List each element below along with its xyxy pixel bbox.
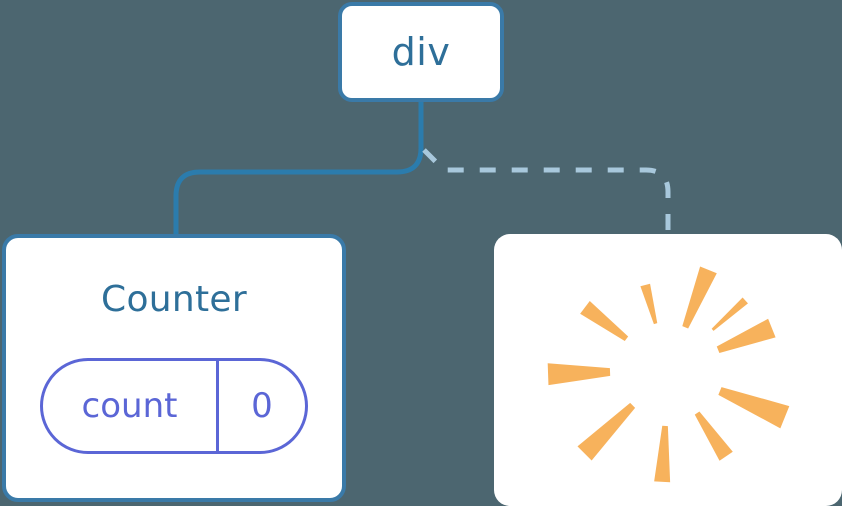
node-div-label: div [391,30,451,74]
sparkle-burst-icon [547,266,790,483]
edge-div-to-counter [173,102,424,238]
burst-ray-9 [716,318,776,354]
burst-ray-1 [682,266,717,329]
node-div[interactable]: div [338,2,504,102]
burst-ray-2 [640,283,658,325]
burst-wrap [494,234,842,506]
edge-div-to-effect [422,148,671,240]
burst-ray-7 [694,411,733,461]
burst-ray-10 [711,297,748,331]
burst-ray-5 [577,402,636,461]
node-effect[interactable] [494,234,842,506]
burst-ray-3 [580,301,629,341]
node-counter-label: Counter [101,279,247,320]
state-value: 0 [251,386,273,426]
node-counter[interactable]: Counter count 0 [2,234,346,502]
burst-ray-6 [654,425,671,483]
burst-ray-4 [547,363,611,386]
state-key: count [43,361,219,451]
burst-ray-8 [718,387,790,429]
state-pill-count[interactable]: count 0 [40,358,308,454]
